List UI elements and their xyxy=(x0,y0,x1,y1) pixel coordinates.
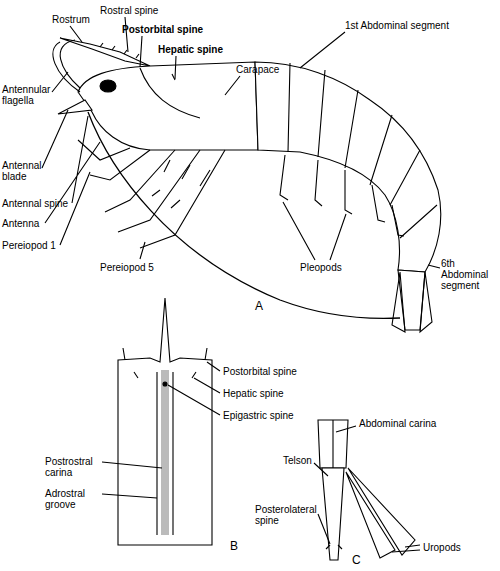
part-label: Antennular flagella xyxy=(2,84,57,106)
part-label: Pereiopod 1 xyxy=(2,240,72,251)
part-label: Antennal blade xyxy=(2,160,47,182)
part-label: Epigastric spine xyxy=(223,410,323,421)
part-label: Telson xyxy=(283,455,323,466)
part-label: Postrostral carina xyxy=(45,456,100,478)
panel-letter: A xyxy=(255,300,275,313)
part-label: Postorbital spine xyxy=(223,366,323,377)
part-label: 6th Abdominal segment xyxy=(441,258,497,291)
part-label: Antennal spine xyxy=(2,198,82,209)
part-label: Posterolateral spine xyxy=(255,504,315,526)
part-label: Abdominal carina xyxy=(359,418,479,429)
panel-letter: B xyxy=(230,540,250,553)
part-label: Antenna xyxy=(2,218,62,229)
part-label: 1st Abdominal segment xyxy=(345,20,485,31)
part-label: Adrostral groove xyxy=(45,488,100,510)
part-label: Carapace xyxy=(236,64,306,75)
part-label: Hepatic spine xyxy=(223,388,323,399)
part-label: Uropods xyxy=(423,542,483,553)
part-label: Hepatic spine xyxy=(158,44,248,55)
part-label: Pleopods xyxy=(300,262,370,273)
panel-letter: C xyxy=(352,554,372,567)
part-label: Pereiopod 5 xyxy=(100,262,180,273)
part-label: Postorbital spine xyxy=(122,24,232,35)
part-label: Rostral spine xyxy=(100,5,180,16)
